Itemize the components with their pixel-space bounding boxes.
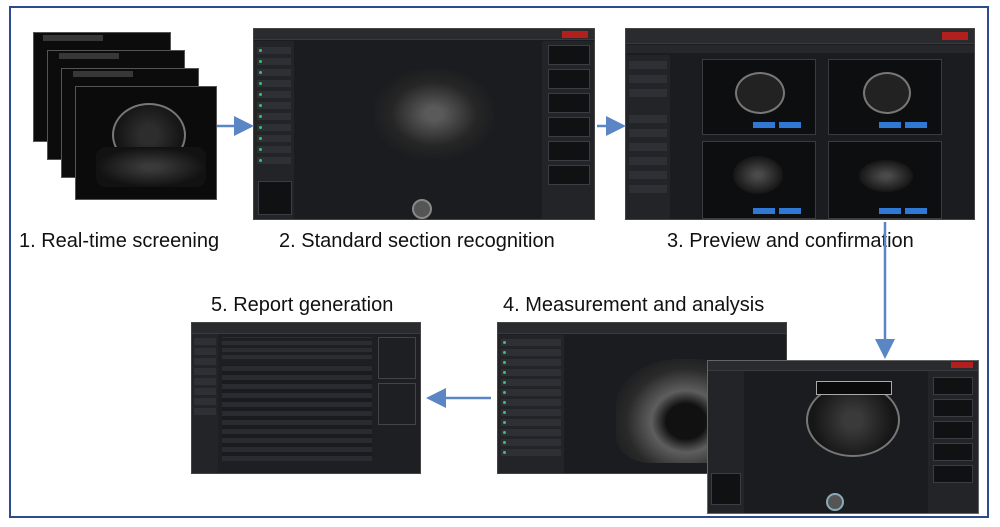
report-menu — [192, 334, 218, 473]
top-bar — [498, 323, 786, 334]
step3-screen — [625, 28, 975, 220]
step3-label: 3. Preview and confirmation — [667, 230, 914, 252]
preview-card — [828, 141, 942, 219]
preview-card — [702, 59, 816, 135]
report-side-panel — [378, 383, 416, 425]
action-menu — [626, 55, 670, 219]
report-table — [222, 365, 372, 461]
step5-report-screen — [191, 322, 421, 474]
scan-texture — [73, 71, 133, 77]
fetal-head-image — [806, 383, 900, 457]
thumbnail-column — [542, 41, 594, 219]
ultrasound-frame-front — [75, 86, 217, 200]
diagram-frame: 1. Real-time screening — [9, 6, 989, 518]
measurement-readout — [816, 381, 892, 395]
timer-display — [562, 31, 588, 38]
thumbnail-column — [928, 371, 978, 513]
scan-texture — [59, 53, 119, 59]
preview-card — [828, 59, 942, 135]
top-bar — [708, 361, 978, 371]
patient-info — [222, 337, 372, 359]
step2-label: 2. Standard section recognition — [279, 230, 555, 252]
step4-detail-screen — [707, 360, 979, 514]
ultrasound-image — [374, 69, 494, 159]
step1-label: 1. Real-time screening — [19, 230, 220, 252]
section-list — [254, 41, 294, 219]
report-side-panel — [378, 337, 416, 379]
preview-card — [702, 141, 816, 219]
scan-texture — [43, 35, 103, 41]
capture-button-icon — [826, 493, 844, 511]
flow-arrows — [217, 116, 895, 408]
top-bar — [626, 29, 974, 44]
top-bar — [254, 29, 594, 40]
capture-button-icon — [412, 199, 432, 219]
timer-display — [951, 362, 973, 368]
top-bar — [192, 323, 420, 334]
step4-label: 4. Measurement and analysis — [503, 294, 765, 316]
timer-display — [942, 32, 968, 40]
step5-label: 5. Report generation — [211, 294, 394, 316]
tissue-image — [96, 147, 206, 187]
step2-screen — [253, 28, 595, 220]
measurement-list — [498, 335, 564, 473]
